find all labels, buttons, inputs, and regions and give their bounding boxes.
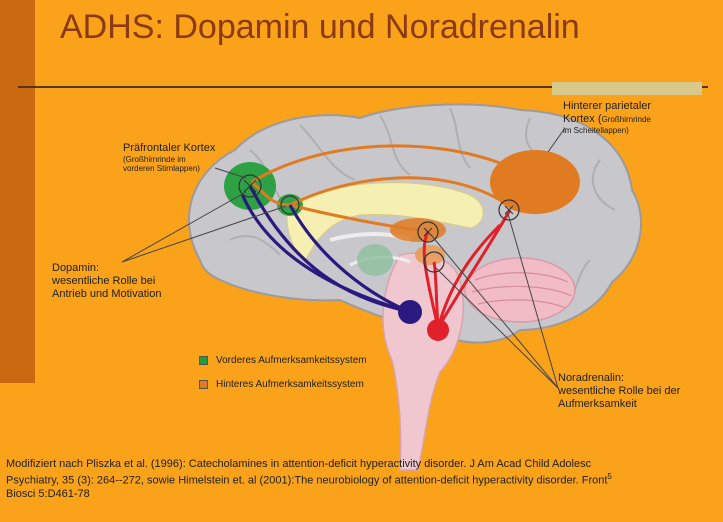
parietal-cortex-region <box>490 150 580 214</box>
posterior-attention-paths <box>250 144 506 232</box>
cerebellum <box>464 257 576 323</box>
target-crosses <box>243 179 514 237</box>
legend-swatch <box>199 380 208 389</box>
thalamus <box>357 244 393 276</box>
citation-footnote: Modifiziert nach Pliszka et al. (1996): … <box>6 458 612 501</box>
cerebellum-folds <box>471 272 573 309</box>
brainstem <box>382 252 464 471</box>
limbic-region <box>415 245 445 265</box>
label-dopamine: Dopamin: wesentliche Rolle bei Antrieb u… <box>52 262 162 300</box>
label-noradrenaline: Noradrenalin: wesentliche Rolle bei der … <box>558 372 681 410</box>
accent-bar <box>552 82 702 95</box>
label-prefrontal-cortex: Präfrontaler Kortex (Großhirnrinde im vo… <box>123 142 216 174</box>
title-divider <box>18 86 708 88</box>
dopamine-nucleus <box>398 300 422 324</box>
legend-item-posterior-attention: Hinteres Aufmerksamkeitssystem <box>199 379 364 390</box>
noradrenaline-nucleus <box>427 319 449 341</box>
target-circles <box>238 174 520 273</box>
slide-title: ADHS: Dopamin und Noradrenalin <box>60 8 580 46</box>
page-number: 5 <box>607 471 612 481</box>
legend-item-anterior-attention: Vorderes Aufmerksamkeitssystem <box>199 355 367 366</box>
dopamine-pathways <box>240 185 411 314</box>
legend-swatch <box>199 356 208 365</box>
label-parietal-cortex: Hinterer parietaler Kortex (Großhirnrind… <box>563 100 652 135</box>
left-accent-bar <box>0 0 35 383</box>
pointer-lines <box>121 127 566 389</box>
